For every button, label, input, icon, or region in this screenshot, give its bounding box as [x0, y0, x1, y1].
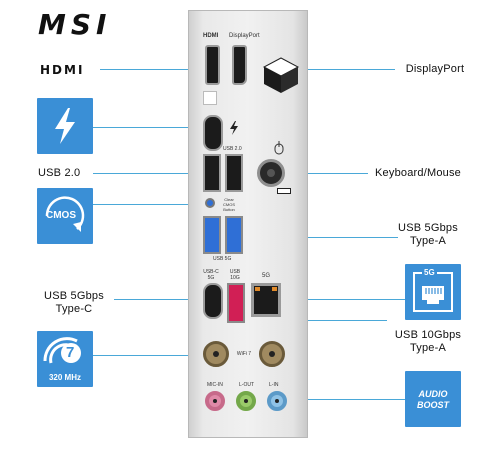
cmos-badge: CMOS [37, 188, 93, 244]
usb20-port-2[interactable] [225, 154, 243, 192]
leader-wifi [93, 355, 213, 356]
leader-usb5-typea [240, 237, 398, 238]
leader-displayport [245, 69, 395, 70]
label-usb5-typea-line1: USB 5Gbps [398, 222, 458, 234]
label-keyboard-mouse-text: Keyboard/Mouse [375, 167, 461, 179]
thunderbolt-usbc-port[interactable] [203, 115, 223, 151]
leader-thunderbolt [93, 127, 205, 128]
ps2-port-center [267, 169, 275, 177]
clear-cmos-icon [45, 196, 85, 232]
label-usb10-typea: USB 10Gbps Type-A [392, 329, 464, 355]
label-displayport: DisplayPort [400, 63, 470, 76]
wifi-band-text: 320 MHz [48, 373, 81, 382]
io-shield-panel: HDMI DisplayPort USB 2.0 Clear CMOS Butt… [188, 10, 308, 438]
label-usb5-typec: USB 5Gbps Type-C [36, 290, 112, 316]
mic-in-jack[interactable] [205, 391, 225, 411]
label-usb5-typec-line1: USB 5Gbps [44, 290, 104, 302]
leader-cmos [93, 204, 205, 205]
panel-usb20-text: USB 2.0 [223, 146, 242, 152]
panel-mic-in-text: MIC-IN [207, 382, 223, 388]
clear-cmos-button[interactable] [205, 198, 215, 208]
panel-usbc-5g-line2: 5G [207, 275, 215, 281]
mic-in-jack-hole [213, 399, 217, 403]
label-usb20: USB 2.0 [38, 167, 94, 180]
panel-usb-10g-text: USB 10G [227, 269, 243, 281]
leader-hdmi [100, 69, 208, 70]
displayport-port[interactable] [232, 45, 247, 85]
panel-usb-10g-line1: USB [229, 269, 241, 275]
usb10g-typea-port[interactable] [227, 283, 245, 323]
panel-wifi-text: WiFi 7 [236, 351, 252, 357]
wifi-antenna-connector-2[interactable] [259, 341, 285, 367]
line-out-jack-hole [244, 399, 248, 403]
label-displayport-text: DisplayPort [405, 63, 465, 75]
wifi-icon [43, 337, 81, 364]
leader-usb5-typec [114, 299, 209, 300]
usb20-port-1[interactable] [203, 154, 221, 192]
leader-lan [270, 299, 405, 300]
lan-led-left [255, 287, 260, 291]
line-in-jack-hole [275, 399, 279, 403]
wifi-antenna-connector-1[interactable] [203, 341, 229, 367]
wifi-gen-number: 7 [66, 344, 75, 361]
label-usb10-typea-line2: Type-A [409, 342, 447, 354]
panel-hdmi-text: HDMI [203, 33, 219, 39]
msi-dragon-cube-icon [262, 57, 300, 93]
label-keyboard-mouse: Keyboard/Mouse [370, 167, 466, 180]
leader-audio [280, 399, 405, 400]
wifi7-badge: 7 320 MHz [37, 331, 93, 387]
panel-clear-cmos-text: Clear CMOS Button [223, 197, 235, 212]
panel-l-in-text: L-IN [269, 382, 279, 388]
leader-usb20 [93, 173, 205, 174]
label-usb10-typea-line1: USB 10Gbps [394, 329, 462, 341]
antenna-2-core [269, 351, 275, 357]
line-out-jack[interactable] [236, 391, 256, 411]
leader-usb10-typea [237, 320, 387, 321]
audio-boost-line1: AUDIO [418, 389, 448, 399]
leader-keyboard-mouse [278, 173, 368, 174]
ps2-port-tag [277, 188, 291, 194]
lan-5g-port[interactable] [251, 283, 281, 317]
usb5g-typea-port-2[interactable] [225, 216, 243, 254]
usbc-5g-port[interactable] [203, 283, 223, 319]
ethernet-icon [422, 286, 444, 304]
ps2-keyboard-mouse-port[interactable] [257, 159, 285, 187]
lan-speed-text: 5G [422, 268, 437, 277]
panel-usbc-5g-line1: USB-C [203, 269, 219, 275]
thunderbolt-mark-icon [230, 121, 238, 135]
panel-sticker [203, 91, 217, 105]
label-usb5-typea: USB 5Gbps Type-A [398, 222, 458, 248]
thunderbolt-badge [37, 98, 93, 154]
lightning-icon [55, 108, 75, 144]
label-usb20-text: USB 2.0 [38, 167, 81, 179]
cmos-badge-text: CMOS [46, 210, 76, 221]
hdmi-logo: HDMI [40, 63, 84, 77]
hdmi-port[interactable] [205, 45, 220, 85]
panel-usbc-5g-text: USB-C 5G [201, 269, 221, 281]
panel-lan-5g-text: 5G [262, 273, 271, 279]
label-usb5-typec-line2: Type-C [55, 303, 93, 315]
line-in-jack[interactable] [267, 391, 287, 411]
panel-l-out-text: L-OUT [239, 382, 254, 388]
panel-usb5g-text: USB 5G [213, 256, 232, 262]
panel-usb-10g-line2: 10G [230, 275, 240, 281]
lan-led-right [272, 287, 277, 291]
panel-displayport-text: DisplayPort [229, 33, 260, 39]
antenna-1-core [213, 351, 219, 357]
mouse-icon [274, 141, 284, 155]
msi-logo: MSI [38, 8, 111, 41]
label-usb5-typea-line2: Type-A [409, 235, 447, 247]
msi-logo-text: MSI [38, 8, 112, 41]
hdmi-logo-text: HDMI [40, 63, 85, 77]
audio-boost-line2: BOOST [416, 400, 449, 410]
audio-boost-badge: AUDIO BOOST [405, 371, 461, 427]
lan-5g-badge: 5G [405, 264, 461, 320]
usb5g-typea-port-1[interactable] [203, 216, 221, 254]
